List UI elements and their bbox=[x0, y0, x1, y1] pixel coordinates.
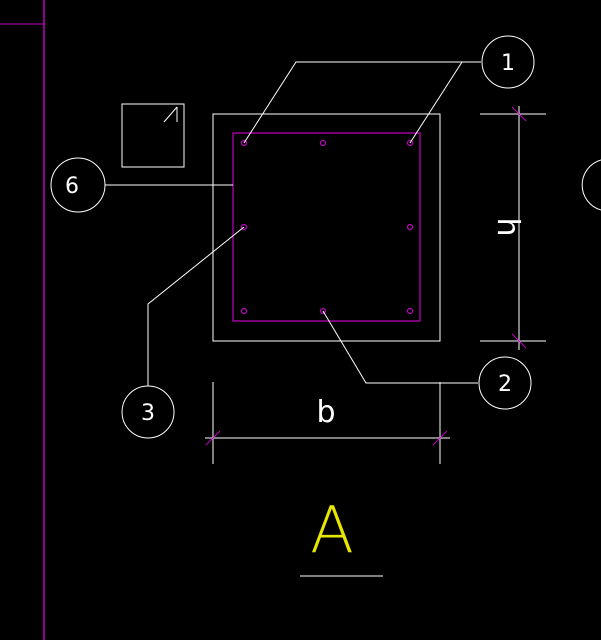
leader-1-left bbox=[243, 61, 462, 144]
rebar-bar bbox=[406, 139, 414, 147]
rebar-bar bbox=[406, 223, 414, 231]
callout-6: 6 bbox=[50, 157, 106, 213]
section-cut-symbol bbox=[121, 103, 185, 168]
rebar-bar bbox=[406, 307, 414, 315]
dimension-width-label: b bbox=[316, 395, 335, 430]
leader-lines bbox=[105, 61, 481, 386]
rebar-bars bbox=[240, 139, 414, 315]
callout-2: 2 bbox=[478, 356, 532, 410]
callout-1-label: 1 bbox=[501, 51, 515, 76]
leader-1-right bbox=[409, 61, 463, 144]
dimension-width bbox=[205, 382, 450, 464]
rebar-bar bbox=[319, 139, 327, 147]
rebar-bar bbox=[319, 307, 327, 315]
callout-3-label: 3 bbox=[141, 401, 155, 426]
callout-6-label: 6 bbox=[65, 174, 79, 199]
leader-3 bbox=[147, 226, 245, 386]
dimension-height-label: h bbox=[490, 217, 525, 236]
callout-1: 1 bbox=[481, 35, 535, 89]
rebar-bar bbox=[240, 223, 248, 231]
partial-callout-edge bbox=[581, 159, 601, 211]
left-border-frame bbox=[0, 0, 45, 640]
rebar-bar bbox=[240, 307, 248, 315]
section-title: A bbox=[310, 494, 354, 568]
dimension-height bbox=[480, 106, 546, 350]
callout-3: 3 bbox=[121, 385, 175, 439]
stirrup-outline bbox=[232, 132, 421, 322]
column-concrete-outline bbox=[212, 113, 441, 342]
leader-2 bbox=[322, 310, 478, 384]
callout-2-label: 2 bbox=[498, 372, 512, 397]
rebar-bar bbox=[240, 139, 248, 147]
